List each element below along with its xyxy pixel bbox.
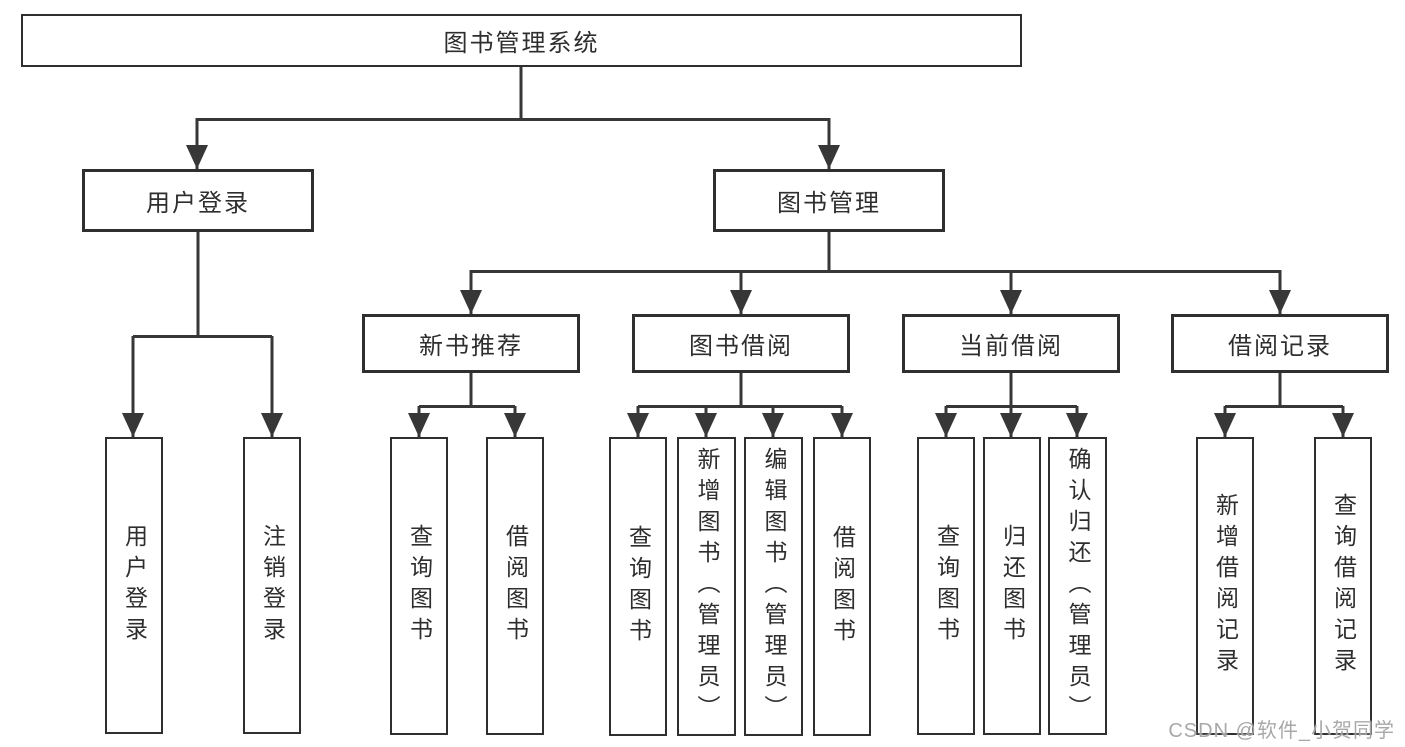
node-book-borrowing: 图书借阅 xyxy=(632,314,850,373)
node-label: 新书推荐 xyxy=(419,333,523,360)
node-library-management-system: 图书管理系统 xyxy=(21,14,1022,67)
leaf-label: 查询图书 xyxy=(406,524,433,648)
leaf-label: 归还图书 xyxy=(999,524,1026,648)
leaf-label: 用户登录 xyxy=(121,523,148,648)
leaf-label: 查询借阅记录 xyxy=(1330,493,1357,679)
node-label: 借阅记录 xyxy=(1228,333,1332,360)
leaf-edit-book-admin: 编辑图书（管理员） xyxy=(744,437,803,736)
leaf-confirm-return-admin: 确认归还（管理员） xyxy=(1048,437,1107,735)
leaf-add-book-admin: 新增图书（管理员） xyxy=(677,437,736,736)
leaf-label: 借阅图书 xyxy=(502,524,529,648)
leaf-label: 新增借阅记录 xyxy=(1212,493,1239,679)
node-new-book-recommendation: 新书推荐 xyxy=(362,314,580,373)
leaf-query-books: 查询图书 xyxy=(390,437,448,735)
node-borrowing-records: 借阅记录 xyxy=(1171,314,1389,373)
leaf-user-login: 用户登录 xyxy=(105,437,163,734)
leaf-label: 确认归还（管理员） xyxy=(1065,446,1091,726)
leaf-query-books-2: 查询图书 xyxy=(609,437,667,736)
node-user-login: 用户登录 xyxy=(82,169,314,232)
leaf-logout: 注销登录 xyxy=(243,437,301,734)
leaf-add-borrow-record: 新增借阅记录 xyxy=(1196,437,1254,735)
leaf-label: 编辑图书（管理员） xyxy=(761,447,787,726)
leaf-query-borrow-record: 查询借阅记录 xyxy=(1314,437,1372,735)
leaf-borrow-books-2: 借阅图书 xyxy=(813,437,871,736)
node-current-borrowing: 当前借阅 xyxy=(902,314,1120,373)
node-label: 用户登录 xyxy=(146,190,250,217)
node-label: 图书管理系统 xyxy=(443,30,600,57)
node-label: 图书管理 xyxy=(777,190,881,217)
leaf-label: 借阅图书 xyxy=(829,524,856,649)
leaf-label: 查询图书 xyxy=(625,524,652,649)
watermark: CSDN @软件_小贺同学 xyxy=(1168,720,1395,742)
node-label: 当前借阅 xyxy=(959,333,1063,360)
leaf-query-books-3: 查询图书 xyxy=(917,437,975,735)
leaf-return-book: 归还图书 xyxy=(983,437,1041,735)
leaf-label: 注销登录 xyxy=(259,523,286,648)
leaf-borrow-books: 借阅图书 xyxy=(486,437,544,735)
node-book-management: 图书管理 xyxy=(713,169,945,232)
node-label: 图书借阅 xyxy=(689,333,793,360)
leaf-label: 新增图书（管理员） xyxy=(694,447,720,726)
leaf-label: 查询图书 xyxy=(933,524,960,648)
